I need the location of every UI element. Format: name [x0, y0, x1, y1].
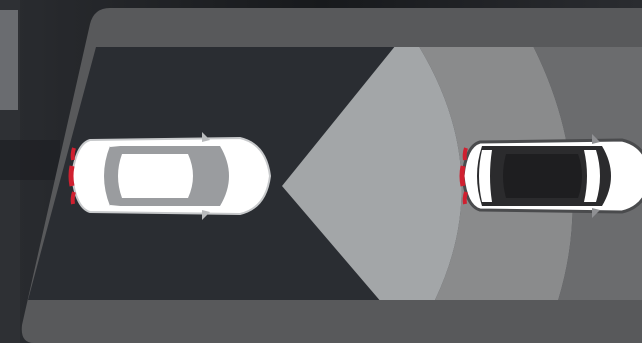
lead-car-icon	[462, 134, 642, 218]
ego-car-icon	[71, 132, 270, 220]
